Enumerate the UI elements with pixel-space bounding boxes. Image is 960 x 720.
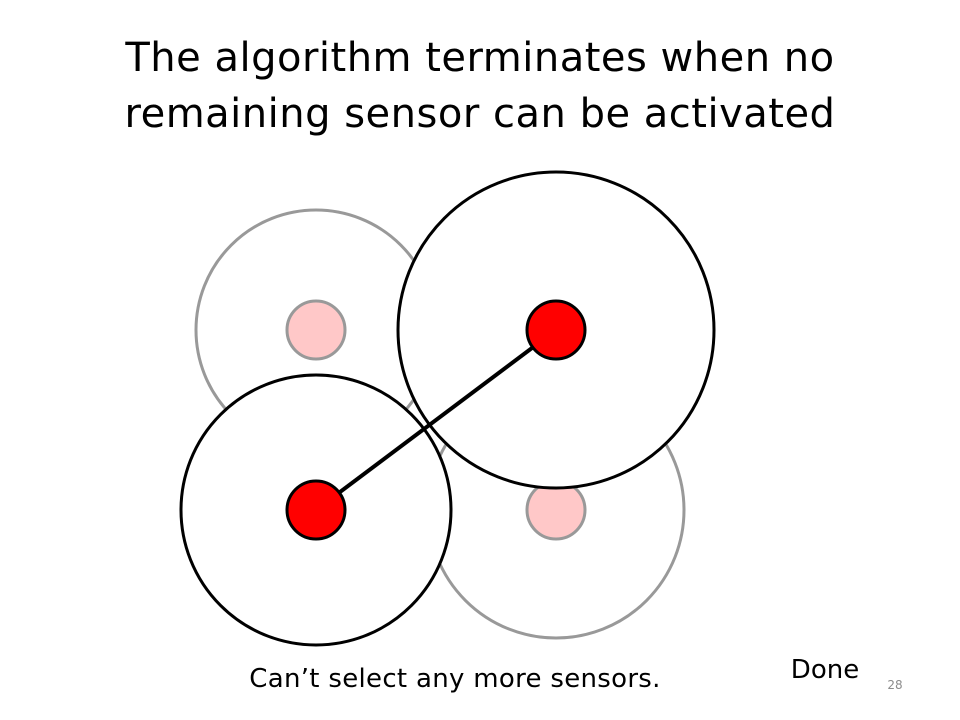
slide-title: The algorithm terminates when no remaini… [40, 30, 920, 142]
page-number: 28 [887, 678, 903, 692]
sensor-node-bottom-right [525, 479, 587, 541]
sensor-link [314, 328, 558, 512]
slide-title-line-2: remaining sensor can be activated [124, 91, 836, 137]
status-label: Done [790, 655, 860, 685]
sensor-node-top-right [525, 299, 587, 361]
caption-text: Can’t select any more sensors. [249, 664, 661, 694]
slide-title-line-1: The algorithm terminates when no [125, 35, 835, 81]
sensor-node-bottom-left [285, 479, 347, 541]
sensor-node-top-left [285, 299, 347, 361]
